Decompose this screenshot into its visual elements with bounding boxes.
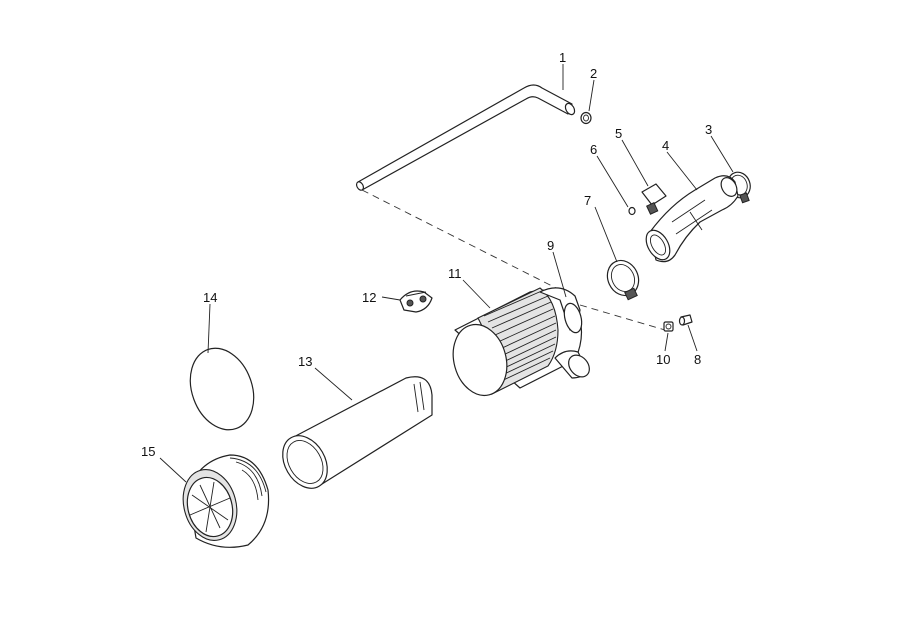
part-6-nut (628, 206, 636, 216)
callout-7: 7 (584, 193, 591, 208)
callout-1: 1 (559, 50, 566, 65)
part-15-end-cap (182, 454, 270, 548)
part-4-intake-elbow (645, 175, 739, 263)
callout-3: 3 (705, 122, 712, 137)
part-9-outlet-elbow (554, 350, 590, 379)
callout-13: 13 (298, 354, 312, 369)
leader-3 (710, 135, 734, 173)
leader-13 (314, 367, 353, 401)
leader-5 (621, 139, 649, 187)
assembly-line-housing-to-fitting (579, 304, 666, 331)
part-11-filter-housing (452, 287, 583, 397)
callout-5: 5 (615, 126, 622, 141)
part-12-mounting-bracket (399, 290, 433, 313)
part-2-plug (580, 111, 592, 125)
callout-2: 2 (590, 66, 597, 81)
part-13-filter-element (282, 376, 433, 489)
part-10-fitting (663, 321, 674, 332)
callout-8: 8 (694, 352, 701, 367)
assembly-line-tube-to-housing (361, 189, 561, 291)
part-7-hose-clamp (606, 259, 640, 301)
leader-14 (207, 303, 211, 354)
leader-10 (664, 332, 669, 352)
leader-15 (159, 457, 187, 483)
callout-11: 11 (448, 266, 462, 281)
leader-11 (462, 279, 491, 309)
callout-6: 6 (590, 142, 597, 157)
callout-4: 4 (662, 138, 669, 153)
part-14-seal-disc (189, 347, 255, 431)
leader-7 (594, 206, 618, 263)
callout-10: 10 (656, 352, 670, 367)
callout-12: 12 (362, 290, 376, 305)
callout-15: 15 (141, 444, 155, 459)
leader-9 (552, 251, 567, 298)
leader-6 (596, 155, 629, 208)
leader-12 (381, 296, 401, 301)
leader-lines (159, 64, 734, 483)
part-1-intake-tube (355, 84, 576, 191)
part-5-restriction-sensor (641, 183, 667, 215)
callout-14: 14 (203, 290, 217, 305)
leader-2 (588, 79, 595, 112)
part-8-pin (678, 314, 693, 326)
leader-4 (666, 151, 698, 191)
callout-labels: 1 2 3 4 5 6 7 8 9 10 11 12 13 14 15 (141, 50, 712, 459)
callout-9: 9 (547, 238, 554, 253)
leader-8 (687, 324, 698, 352)
